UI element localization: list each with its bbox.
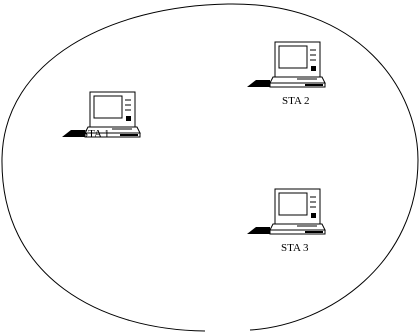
station-3-laptop-icon	[246, 188, 326, 235]
coverage-boundary	[1, 3, 419, 332]
station-2-laptop-icon	[246, 41, 326, 88]
station-1-label: STA 1	[82, 128, 110, 140]
station-2-label: STA 2	[282, 95, 310, 107]
station-3-label: STA 3	[281, 242, 309, 254]
